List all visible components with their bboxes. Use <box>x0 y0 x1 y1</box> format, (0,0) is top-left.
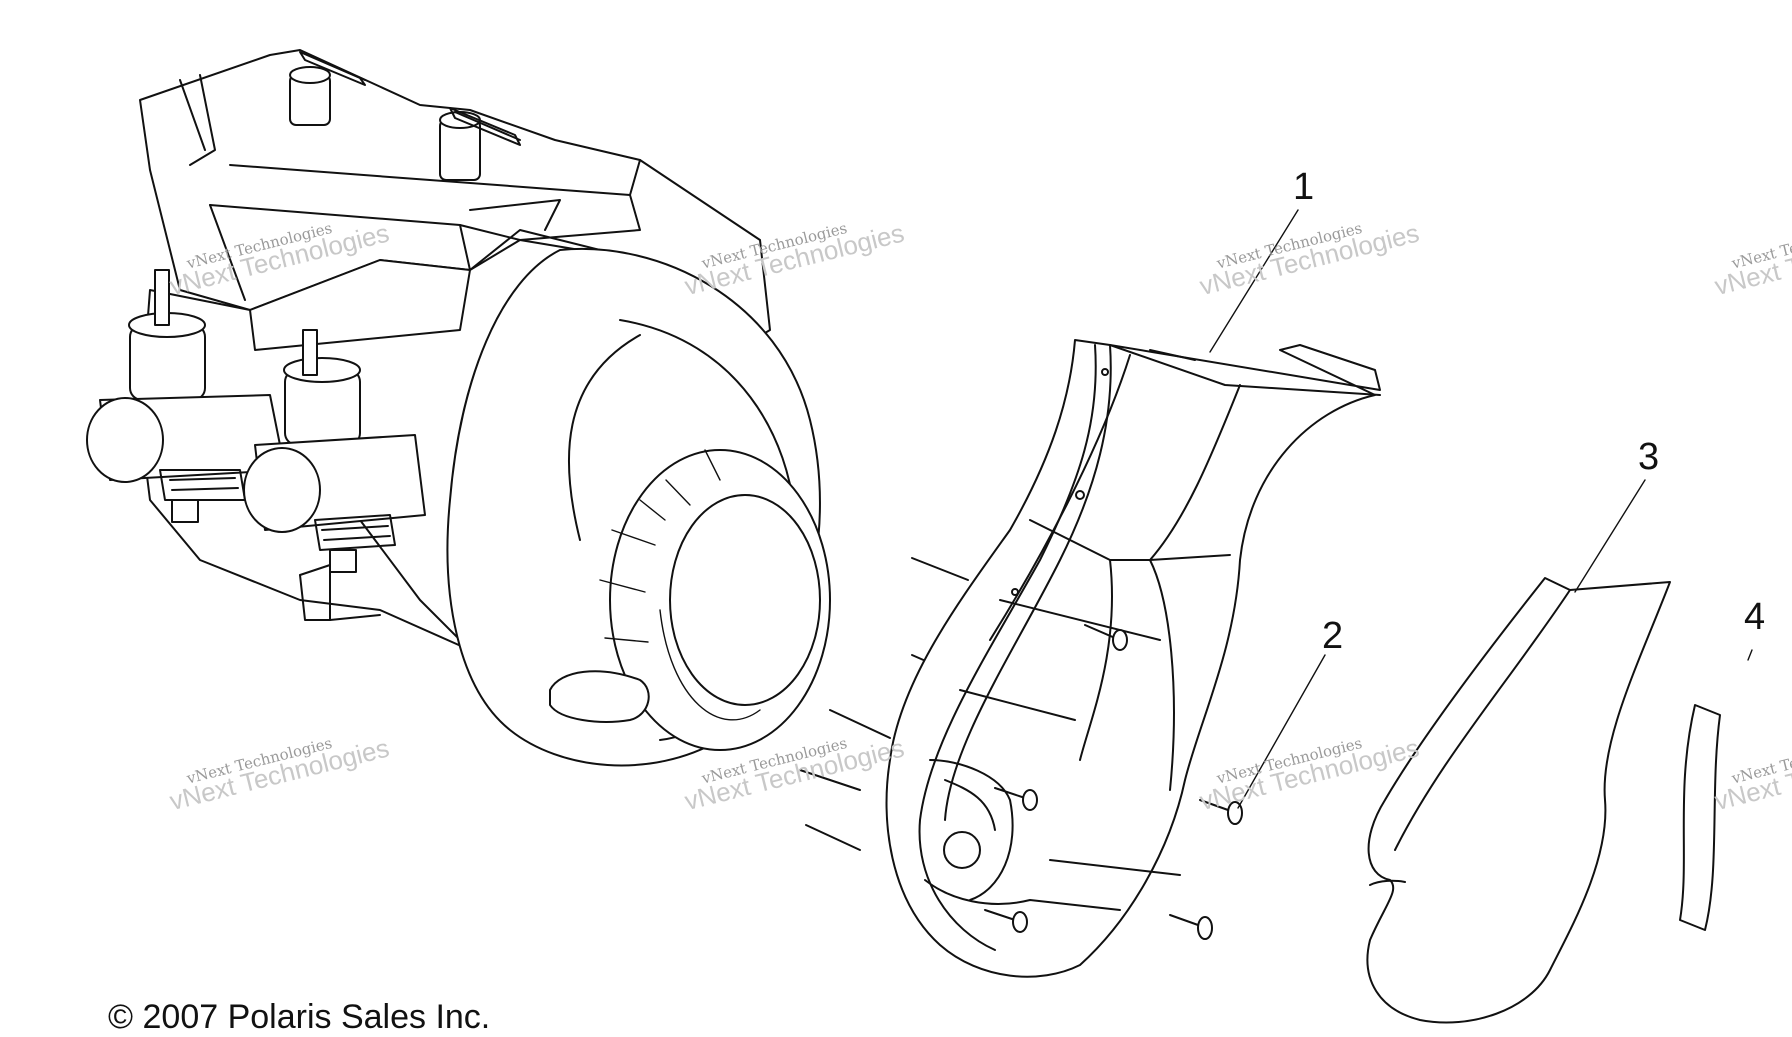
shroud-bolts <box>984 624 1128 933</box>
leader-3 <box>1574 479 1646 593</box>
callout-2: 2 <box>1322 615 1344 657</box>
callout-4: 4 <box>1744 596 1766 638</box>
heat-shield-part-3 <box>1366 577 1671 1024</box>
engine-assembly <box>86 49 831 767</box>
leader-lines <box>1209 209 1753 809</box>
copyright-notice: © 2007 Polaris Sales Inc. <box>108 998 491 1036</box>
callout-1: 1 <box>1293 166 1315 208</box>
fan-shroud-part-1 <box>885 339 1381 978</box>
screws-part-2 <box>1169 799 1243 940</box>
leader-2 <box>1237 654 1326 809</box>
strip-part-4 <box>1679 704 1721 931</box>
leader-4 <box>1747 649 1753 661</box>
callout-3: 3 <box>1638 436 1660 478</box>
leader-1 <box>1209 209 1299 353</box>
alignment-lines <box>799 557 969 851</box>
